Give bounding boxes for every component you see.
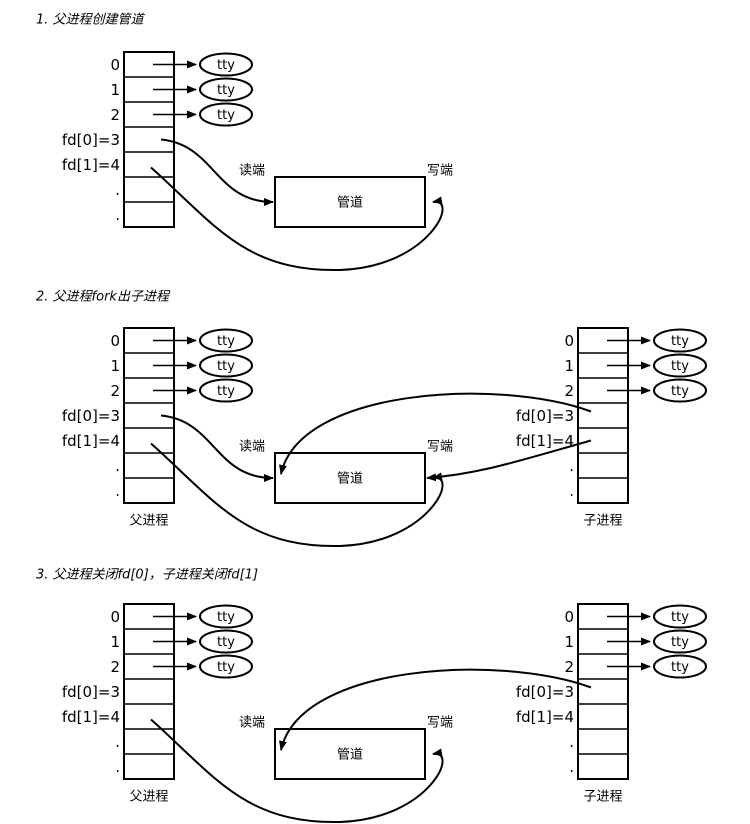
parent-fd-label: fd[1]=4 bbox=[62, 432, 120, 450]
step-caption: 3. 父进程关闭fd[0]，子进程关闭fd[1] bbox=[36, 568, 258, 583]
parent-fd-label: 2 bbox=[110, 382, 120, 400]
child-fd-label: . bbox=[569, 457, 574, 475]
parent-fd-label: . bbox=[115, 482, 120, 500]
pipe-label: 管道 bbox=[337, 196, 363, 211]
read-end-label: 读端 bbox=[239, 164, 265, 179]
parent-fd-label: 1 bbox=[110, 81, 120, 99]
parent-tty-node bbox=[199, 328, 253, 353]
child-fd-label: 2 bbox=[564, 382, 574, 400]
parent-read-arrow bbox=[160, 138, 274, 206]
child-process-label: 子进程 bbox=[583, 514, 622, 529]
pipe-label: 管道 bbox=[337, 748, 363, 763]
child-fd-label: . bbox=[569, 758, 574, 776]
parent-fd-label: fd[0]=3 bbox=[62, 683, 120, 701]
parent-tty-node bbox=[199, 654, 253, 679]
parent-fd-label: fd[0]=3 bbox=[62, 131, 120, 149]
tty-label: tty bbox=[217, 635, 235, 650]
parent-tty-node bbox=[199, 77, 253, 102]
child-fd-label: . bbox=[569, 482, 574, 500]
child-tty-node bbox=[653, 629, 707, 654]
tty-label: tty bbox=[671, 660, 689, 675]
parent-fd-label: . bbox=[115, 206, 120, 224]
child-fd-table bbox=[577, 327, 629, 504]
tty-label: tty bbox=[217, 334, 235, 349]
tty-label: tty bbox=[671, 610, 689, 625]
child-fd-label: fd[0]=3 bbox=[516, 407, 574, 425]
pipe-box bbox=[274, 728, 426, 780]
parent-fd-label: 1 bbox=[110, 633, 120, 651]
parent-fd-label: fd[1]=4 bbox=[62, 156, 120, 174]
parent-write-arrow bbox=[150, 718, 444, 824]
child-tty-node bbox=[653, 378, 707, 403]
parent-fd-label: . bbox=[115, 733, 120, 751]
step-caption: 2. 父进程fork出子进程 bbox=[36, 290, 171, 305]
tty-label: tty bbox=[217, 83, 235, 98]
child-fd-label: 1 bbox=[564, 357, 574, 375]
parent-tty-node bbox=[199, 378, 253, 403]
tty-label: tty bbox=[671, 359, 689, 374]
parent-fd-label: . bbox=[115, 181, 120, 199]
tty-label: tty bbox=[217, 108, 235, 123]
parent-fd-label: . bbox=[115, 457, 120, 475]
parent-tty-node bbox=[199, 353, 253, 378]
child-fd-label: fd[1]=4 bbox=[516, 432, 574, 450]
parent-fd-label: 0 bbox=[110, 608, 120, 626]
read-end-label: 读端 bbox=[239, 716, 265, 731]
child-tty-node bbox=[653, 328, 707, 353]
tty-label: tty bbox=[671, 384, 689, 399]
tty-label: tty bbox=[217, 384, 235, 399]
child-fd-label: . bbox=[569, 733, 574, 751]
read-end-label: 读端 bbox=[239, 440, 265, 455]
child-fd-label: 2 bbox=[564, 658, 574, 676]
parent-tty-node bbox=[199, 604, 253, 629]
parent-write-arrow bbox=[150, 166, 444, 272]
tty-label: tty bbox=[217, 58, 235, 73]
write-end-label: 写端 bbox=[427, 164, 453, 179]
child-tty-node bbox=[653, 604, 707, 629]
pipe-label: 管道 bbox=[337, 472, 363, 487]
tty-label: tty bbox=[671, 635, 689, 650]
pipe-box bbox=[274, 176, 426, 228]
tty-label: tty bbox=[217, 610, 235, 625]
write-end-label: 写端 bbox=[427, 440, 453, 455]
pipe-box bbox=[274, 452, 426, 504]
child-process-label: 子进程 bbox=[583, 790, 622, 805]
step-caption: 1. 父进程创建管道 bbox=[36, 13, 146, 28]
parent-process-label: 父进程 bbox=[129, 514, 168, 529]
parent-fd-label: 0 bbox=[110, 332, 120, 350]
child-tty-node bbox=[653, 353, 707, 378]
child-fd-table bbox=[577, 603, 629, 780]
parent-fd-label: fd[0]=3 bbox=[62, 407, 120, 425]
child-read-arrow bbox=[279, 668, 592, 751]
child-fd-label: fd[1]=4 bbox=[516, 708, 574, 726]
parent-fd-label: 1 bbox=[110, 357, 120, 375]
parent-fd-table bbox=[123, 603, 175, 780]
parent-read-arrow bbox=[160, 414, 274, 482]
parent-tty-node bbox=[199, 52, 253, 77]
child-fd-label: 0 bbox=[564, 608, 574, 626]
write-end-label: 写端 bbox=[427, 716, 453, 731]
child-write-arrow bbox=[426, 439, 592, 482]
tty-label: tty bbox=[671, 334, 689, 349]
parent-fd-label: 2 bbox=[110, 658, 120, 676]
child-fd-label: fd[0]=3 bbox=[516, 683, 574, 701]
parent-process-label: 父进程 bbox=[129, 790, 168, 805]
parent-write-arrow bbox=[150, 442, 444, 548]
parent-fd-label: 0 bbox=[110, 56, 120, 74]
child-fd-label: 1 bbox=[564, 633, 574, 651]
parent-fd-label: . bbox=[115, 758, 120, 776]
parent-fd-label: 2 bbox=[110, 106, 120, 124]
parent-fd-label: fd[1]=4 bbox=[62, 708, 120, 726]
tty-label: tty bbox=[217, 660, 235, 675]
child-read-arrow bbox=[279, 392, 592, 475]
parent-tty-node bbox=[199, 102, 253, 127]
tty-label: tty bbox=[217, 359, 235, 374]
parent-tty-node bbox=[199, 629, 253, 654]
child-fd-label: 0 bbox=[564, 332, 574, 350]
child-tty-node bbox=[653, 654, 707, 679]
